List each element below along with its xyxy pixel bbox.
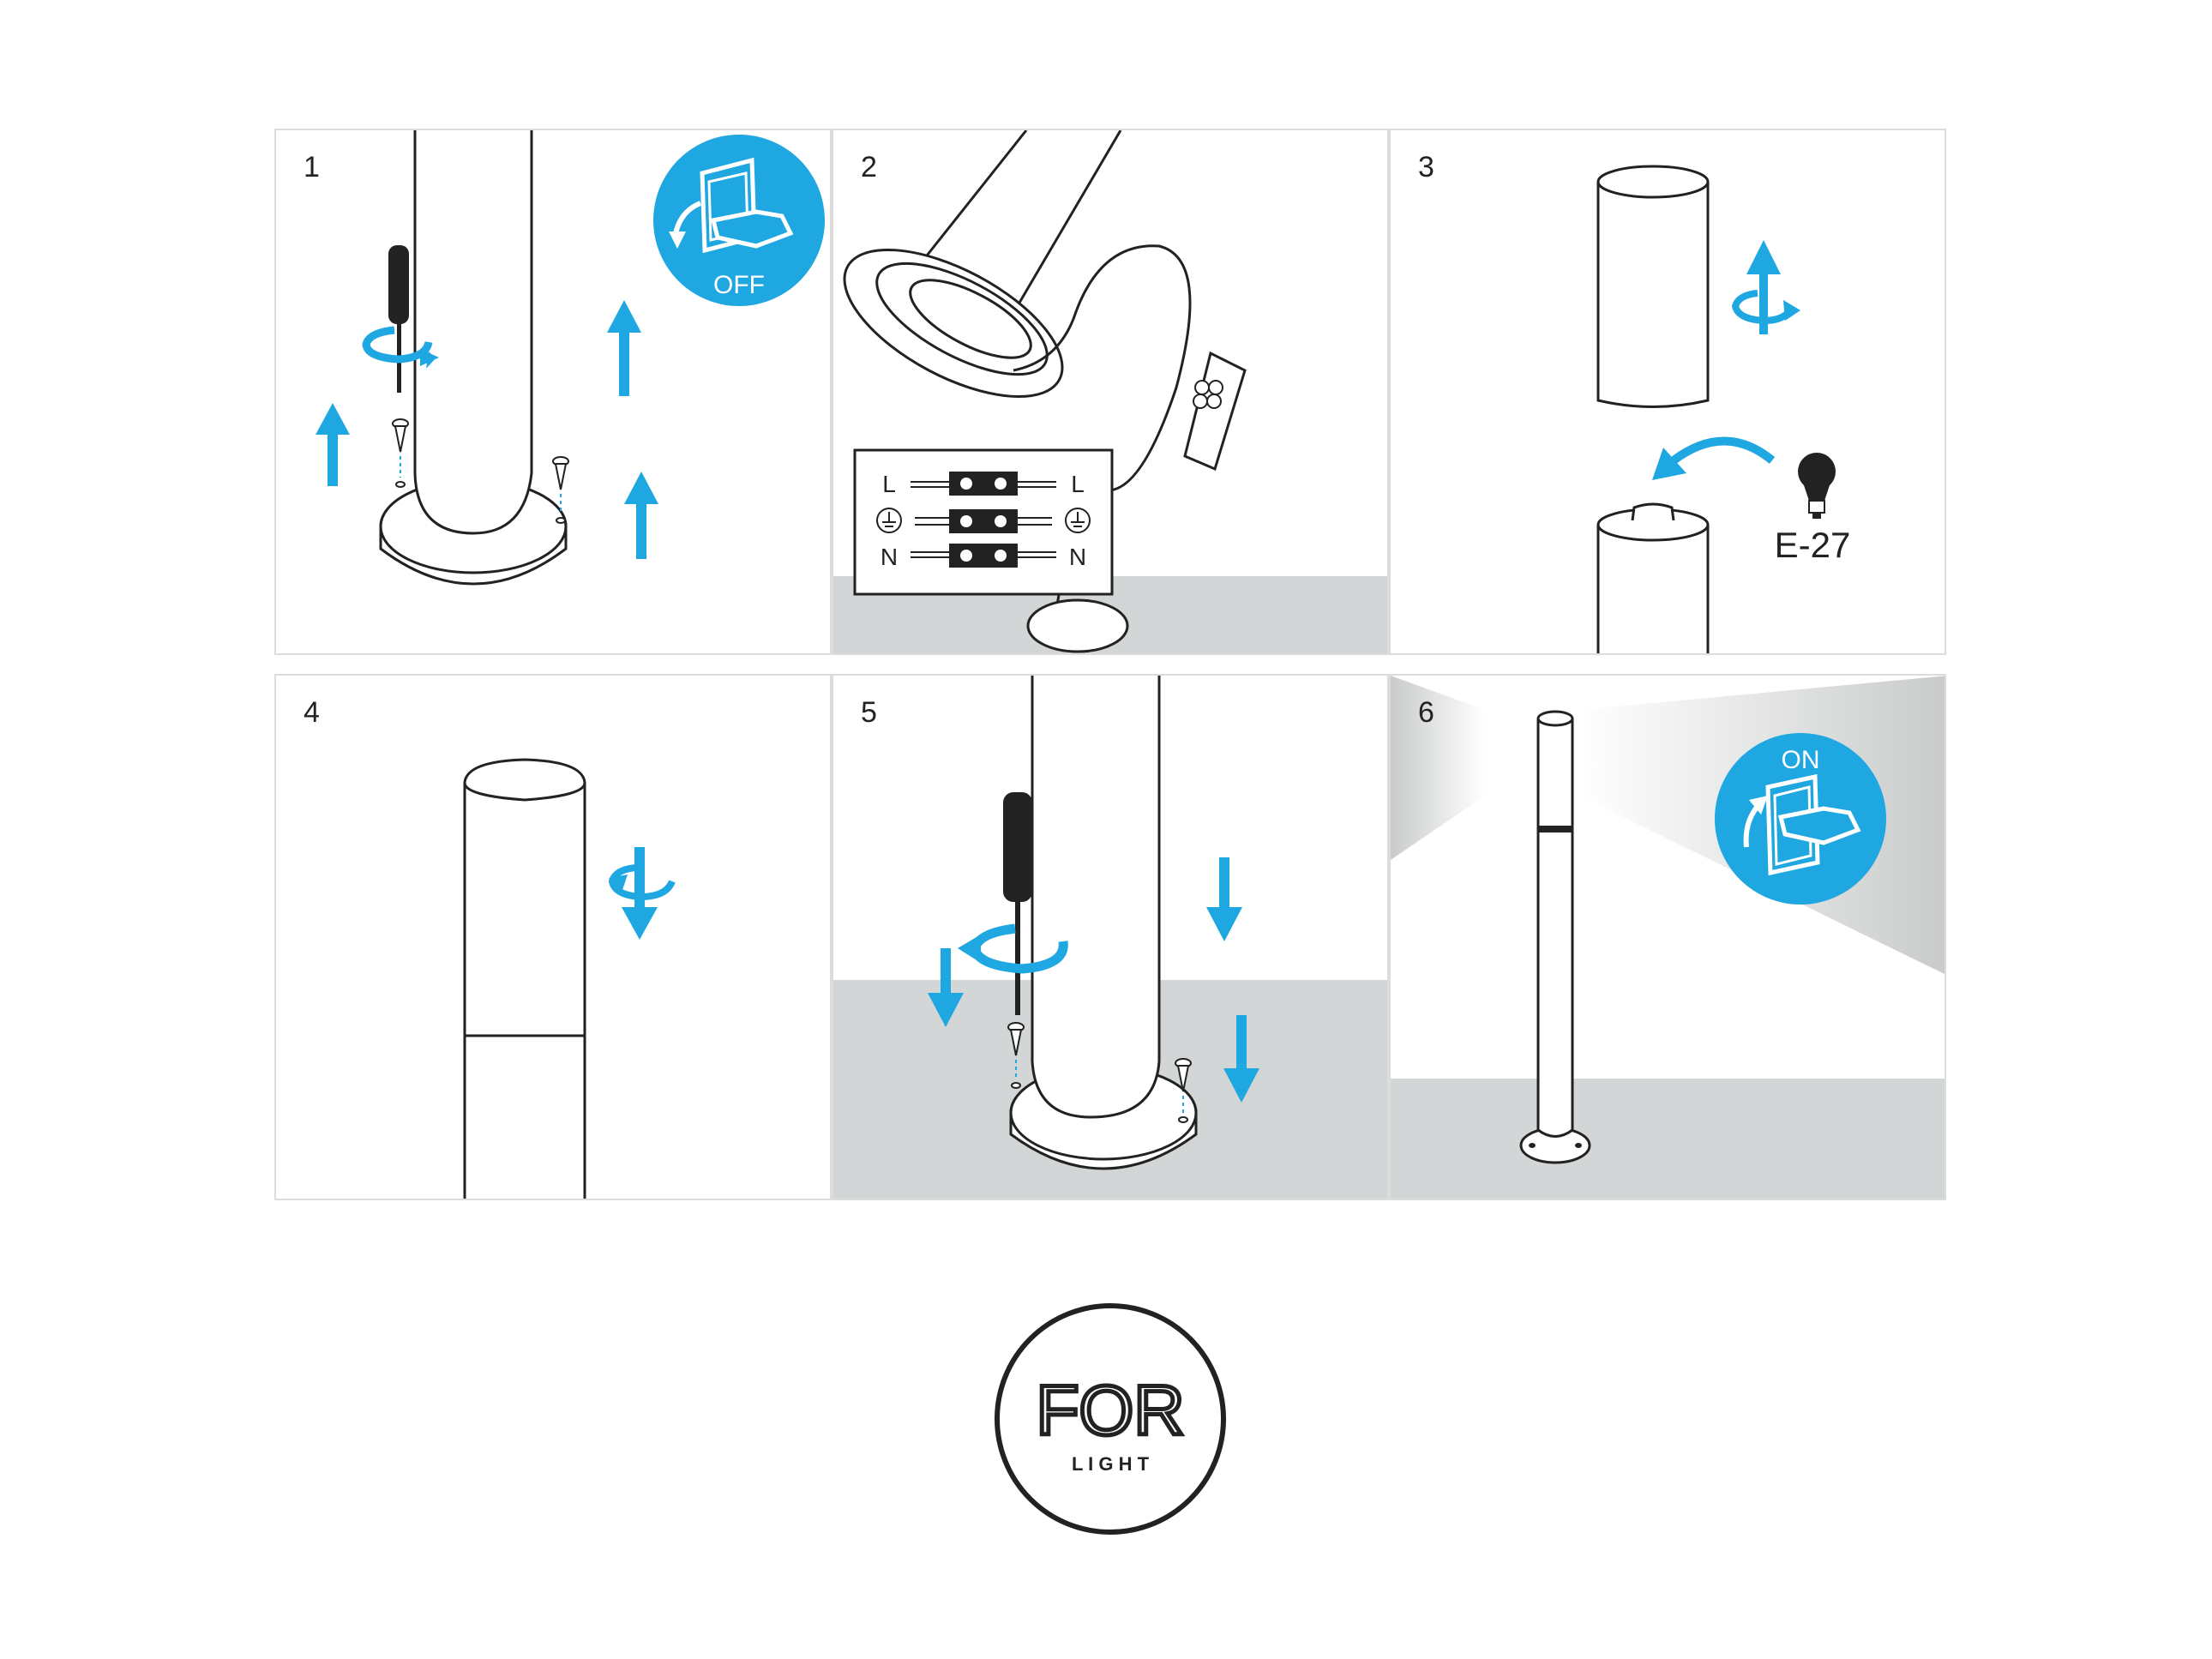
logo-wordmark: FOR <box>1036 1372 1184 1450</box>
step-1-panel: OFF 1 <box>274 129 832 655</box>
rotate-arrow-icon <box>608 847 676 940</box>
screw-icon <box>1175 1058 1192 1123</box>
step-1-illustration: OFF <box>316 130 825 586</box>
step-number: 4 <box>304 696 320 729</box>
screw-icon <box>392 418 409 488</box>
step-5-panel: 5 <box>832 674 1389 1200</box>
rotate-arrow-icon <box>1731 240 1800 334</box>
step-4-illustration <box>463 758 676 1199</box>
step-2-illustration: L L N N <box>833 130 1387 653</box>
step-5-illustration <box>833 676 1387 1199</box>
step-6-panel: ON 6 <box>1389 674 1946 1200</box>
neutral-label-right: N <box>1069 544 1086 570</box>
logo-subtitle: L I G H T <box>1072 1453 1150 1475</box>
switch-off-badge: OFF <box>653 135 825 306</box>
screw-icon <box>552 456 569 524</box>
up-arrow-icon <box>316 403 350 486</box>
brand-logo: FOR L I G H T <box>990 1299 1230 1539</box>
rotate-arrow-icon <box>1652 448 1686 480</box>
bulb-type-label: E-27 <box>1775 525 1851 565</box>
up-arrow-icon <box>607 300 641 396</box>
step-2-panel: L L N N <box>832 129 1389 655</box>
step-number: 3 <box>1418 151 1434 183</box>
step-number: 5 <box>861 696 877 729</box>
step-3-panel: E-27 3 <box>1389 129 1946 655</box>
live-label-right: L <box>1071 471 1085 497</box>
wiring-diagram: L L N N <box>853 448 1114 596</box>
on-label: ON <box>1782 746 1820 774</box>
brand-logo-mark: FOR L I G H T <box>995 1303 1226 1535</box>
step-number: 1 <box>304 151 320 183</box>
screwdriver-icon <box>388 245 409 393</box>
down-arrow-icon <box>928 948 964 1027</box>
switch-icon <box>700 157 794 254</box>
up-arrow-icon <box>624 472 658 559</box>
rotate-arrow-icon <box>958 923 1068 974</box>
screwdriver-icon <box>1003 792 1032 1015</box>
ground-icon <box>876 508 902 533</box>
neutral-label-left: N <box>881 544 898 570</box>
bulb-icon <box>1798 453 1836 519</box>
step-3-illustration: E-27 <box>1596 165 1851 653</box>
live-label-left: L <box>882 471 896 497</box>
ground-icon <box>1065 508 1091 533</box>
down-arrow-icon <box>1206 857 1242 941</box>
down-arrow-icon <box>1223 1015 1259 1103</box>
step-6-illustration: ON <box>1391 676 1945 1199</box>
rotate-arrow-icon <box>362 326 439 369</box>
instruction-grid: OFF 1 <box>274 129 1946 1200</box>
step-number: 6 <box>1418 696 1434 729</box>
switch-on-badge: ON <box>1715 733 1886 905</box>
step-number: 2 <box>861 151 877 183</box>
switch-icon <box>1765 773 1861 876</box>
step-4-panel: 4 <box>274 674 832 1200</box>
screw-icon <box>1007 1022 1025 1089</box>
terminal-block-icon <box>1193 380 1223 409</box>
off-label: OFF <box>713 271 765 299</box>
